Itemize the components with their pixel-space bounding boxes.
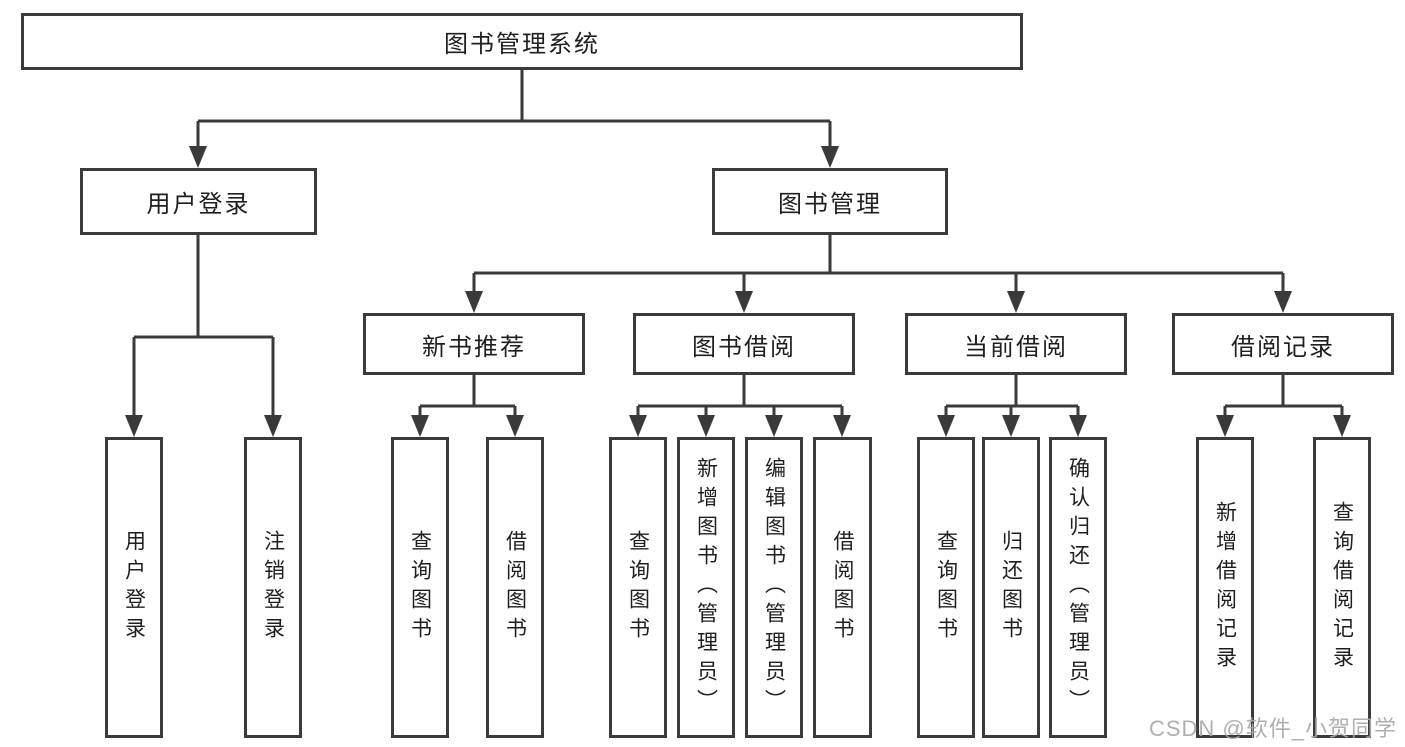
- node-book-borrow: 图书借阅: [633, 313, 855, 375]
- leaf-records-query-record-label: 查询借阅记录: [1330, 500, 1354, 675]
- node-root-system: 图书管理系统: [21, 13, 1023, 70]
- leaf-borrow-query-books-label: 查询图书: [626, 529, 650, 646]
- leaf-borrow-add-books-admin: 新增图书（管理员）: [677, 437, 735, 738]
- leaf-current-query-books-label: 查询图书: [934, 529, 958, 646]
- node-current-borrow-label: 当前借阅: [964, 333, 1068, 361]
- leaf-borrow-query-books: 查询图书: [609, 437, 667, 738]
- leaf-borrow-edit-books-admin: 编辑图书（管理员）: [745, 437, 803, 738]
- node-new-book-recommend: 新书推荐: [363, 313, 585, 375]
- node-book-management-label: 图书管理: [778, 191, 882, 218]
- csdn-watermark: CSDN @软件_小贺同学: [1148, 716, 1397, 741]
- leaf-recommend-query-books-label: 查询图书: [408, 529, 432, 646]
- node-user-login-label: 用户登录: [146, 191, 251, 218]
- leaf-recommend-borrow-books-label: 借阅图书: [503, 529, 527, 646]
- node-borrow-records: 借阅记录: [1172, 313, 1394, 375]
- node-current-borrow: 当前借阅: [905, 313, 1127, 375]
- leaf-recommend-borrow-books: 借阅图书: [486, 437, 544, 738]
- leaf-borrow-borrow-books-label: 借阅图书: [831, 529, 854, 646]
- leaf-records-add-record-label: 新增借阅记录: [1213, 500, 1237, 675]
- leaf-current-return-books: 归还图书: [982, 437, 1040, 738]
- leaf-borrow-edit-books-admin-label: 编辑图书（管理员）: [762, 457, 786, 718]
- node-root-system-label: 图书管理系统: [444, 31, 600, 58]
- leaf-logout: 注销登录: [244, 437, 302, 738]
- node-new-book-recommend-label: 新书推荐: [422, 333, 526, 361]
- arrow-heads: [125, 146, 1351, 437]
- leaf-recommend-query-books: 查询图书: [391, 437, 449, 738]
- leaf-borrow-add-books-admin-label: 新增图书（管理员）: [694, 457, 718, 718]
- tree-edges: [132, 70, 1344, 420]
- leaf-current-return-books-label: 归还图书: [999, 529, 1023, 646]
- node-borrow-records-label: 借阅记录: [1231, 333, 1335, 361]
- leaf-records-add-record: 新增借阅记录: [1196, 437, 1254, 738]
- node-book-borrow-label: 图书借阅: [692, 333, 796, 361]
- leaf-borrow-borrow-books: 借阅图书: [813, 437, 872, 738]
- leaf-current-query-books: 查询图书: [917, 437, 975, 738]
- leaf-user-login: 用户登录: [105, 437, 163, 738]
- node-user-login: 用户登录: [80, 168, 317, 235]
- leaf-current-confirm-return-admin-label: 确认归还（管理员）: [1066, 457, 1090, 718]
- node-book-management: 图书管理: [712, 168, 948, 235]
- leaf-logout-label: 注销登录: [261, 529, 285, 646]
- leaf-user-login-label: 用户登录: [122, 529, 146, 646]
- leaf-records-query-record: 查询借阅记录: [1313, 437, 1371, 738]
- leaf-current-confirm-return-admin: 确认归还（管理员）: [1049, 437, 1107, 738]
